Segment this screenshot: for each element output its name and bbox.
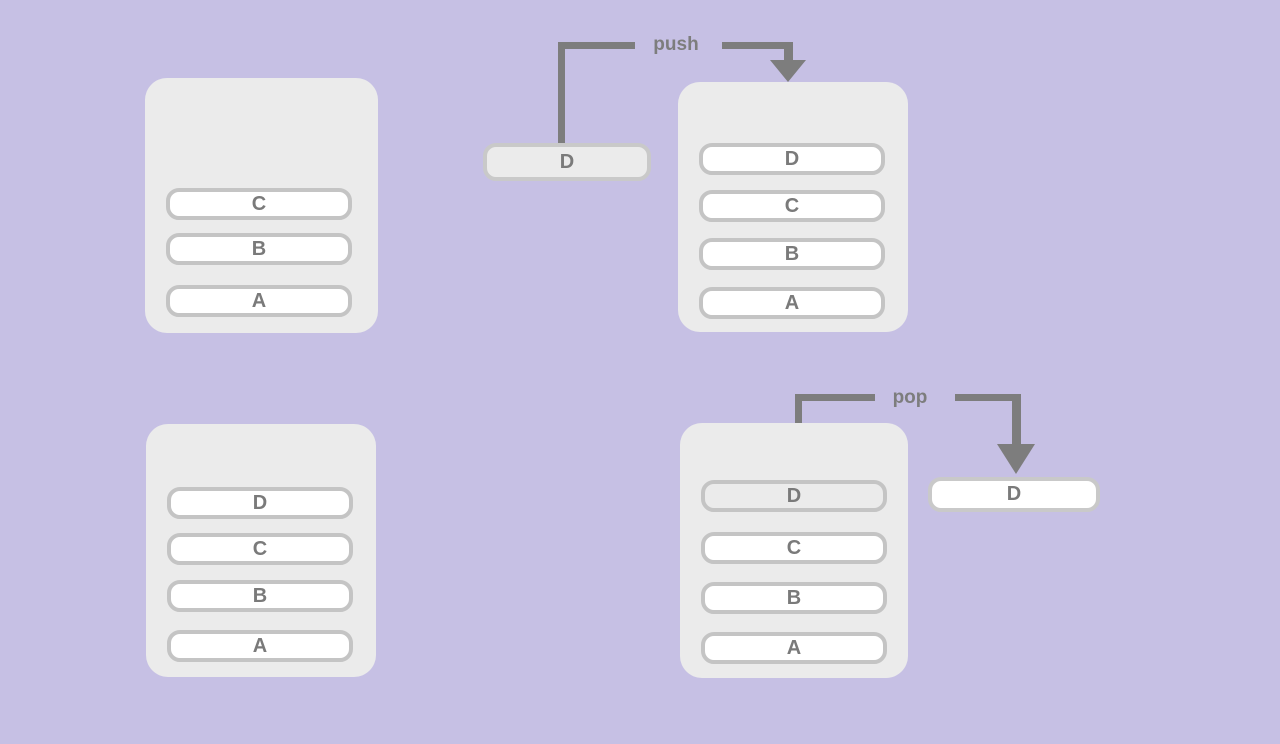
stack-item: A [699,287,885,319]
stack-item: A [166,285,352,317]
stack-item: B [701,582,887,614]
stack-item: C [166,188,352,220]
pop-connector-vertical-line [795,394,802,425]
stack-item: A [167,630,353,662]
stack-item-label: D [784,147,800,170]
push-connector-vertical-line [558,42,565,146]
pop-connector-horizontal-line [795,394,875,401]
stack-item: D [699,143,885,175]
push-arrow-shaft [784,42,793,64]
push-label: push [653,34,699,55]
stack-item-label: D [786,484,802,507]
stack-item: A [701,632,887,664]
stack-item: C [167,533,353,565]
stack-item-label: C [251,192,267,215]
push-item: D [483,143,651,181]
stack-item-label: B [784,242,800,265]
stack-item-label: A [251,289,267,312]
stack-item: D [167,487,353,519]
stack-item-label: C [252,537,268,560]
push-arrow-horizontal-line [722,42,792,49]
stack-before-pop: D C B A [146,424,376,677]
push-item-label: D [559,150,575,173]
stack-item-label: B [252,584,268,607]
stack-item: B [699,238,885,270]
stack-item: C [701,532,887,564]
stack-item-label: A [784,291,800,314]
stack-item-label: D [252,491,268,514]
stack-item-label: A [252,634,268,657]
push-arrowhead-icon [770,60,806,82]
stack-item: B [167,580,353,612]
stack-after-push: D C B A [678,82,908,332]
stack-item: B [166,233,352,265]
pop-arrowhead-icon [997,444,1035,474]
stack-item-label: B [786,586,802,609]
stack-item-label: C [786,536,802,559]
pop-item: D [928,477,1100,512]
push-connector-horizontal-line [558,42,635,49]
stack-item: C [699,190,885,222]
pop-item-label: D [1006,483,1022,505]
stack-item-label: A [786,636,802,659]
pop-arrow-shaft [1012,394,1021,446]
stack-item-popped: D [701,480,887,512]
pop-label: pop [892,387,928,408]
stack-after-pop: D C B A [680,423,908,678]
stack-item-label: B [251,237,267,260]
stack-item-label: C [784,194,800,217]
pop-arrow-horizontal-line [955,394,1020,401]
stack-before-push: C B A [145,78,378,333]
